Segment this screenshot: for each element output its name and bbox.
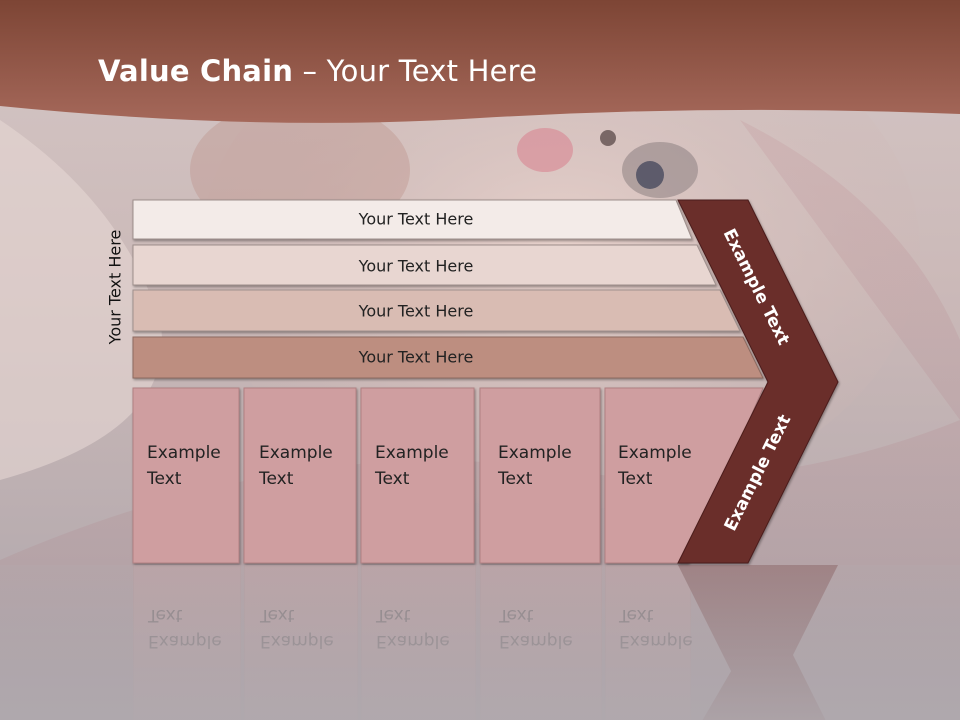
title-bold: Value Chain — [98, 54, 294, 88]
box-label-4-line1: Example — [498, 443, 572, 463]
reflection-fade — [0, 565, 960, 720]
activity-box-1 — [132, 387, 240, 564]
row-label-1: Your Text Here — [358, 209, 474, 229]
box-label-1-line1: Example — [147, 443, 221, 463]
row-band-1 — [132, 199, 693, 240]
row-label-2: Your Text Here — [358, 256, 474, 276]
header-band — [0, 0, 960, 123]
row-label-3: Your Text Here — [358, 301, 474, 321]
box-label-5-line1: Example — [618, 443, 692, 463]
box-label-5-line2: Text — [618, 469, 653, 489]
row-band-2 — [132, 244, 717, 286]
page-title: Value Chain – Your Text Here — [98, 54, 537, 88]
activity-box-2 — [243, 387, 357, 564]
title-rest: – Your Text Here — [293, 54, 538, 88]
box-label-2-line1: Example — [259, 443, 333, 463]
box-label-1-line2: Text — [147, 469, 182, 489]
row-label-4: Your Text Here — [358, 347, 474, 367]
activity-box-3 — [360, 387, 475, 564]
margin-chevron — [677, 199, 839, 564]
box-label-2-line2: Text — [259, 469, 294, 489]
box-label-4-line2: Text — [498, 469, 533, 489]
row-band-3 — [132, 289, 741, 332]
box-label-3-line1: Example — [375, 443, 449, 463]
box-label-3-line2: Text — [375, 469, 410, 489]
row-band-4 — [132, 336, 764, 379]
activity-box-4 — [479, 387, 601, 564]
